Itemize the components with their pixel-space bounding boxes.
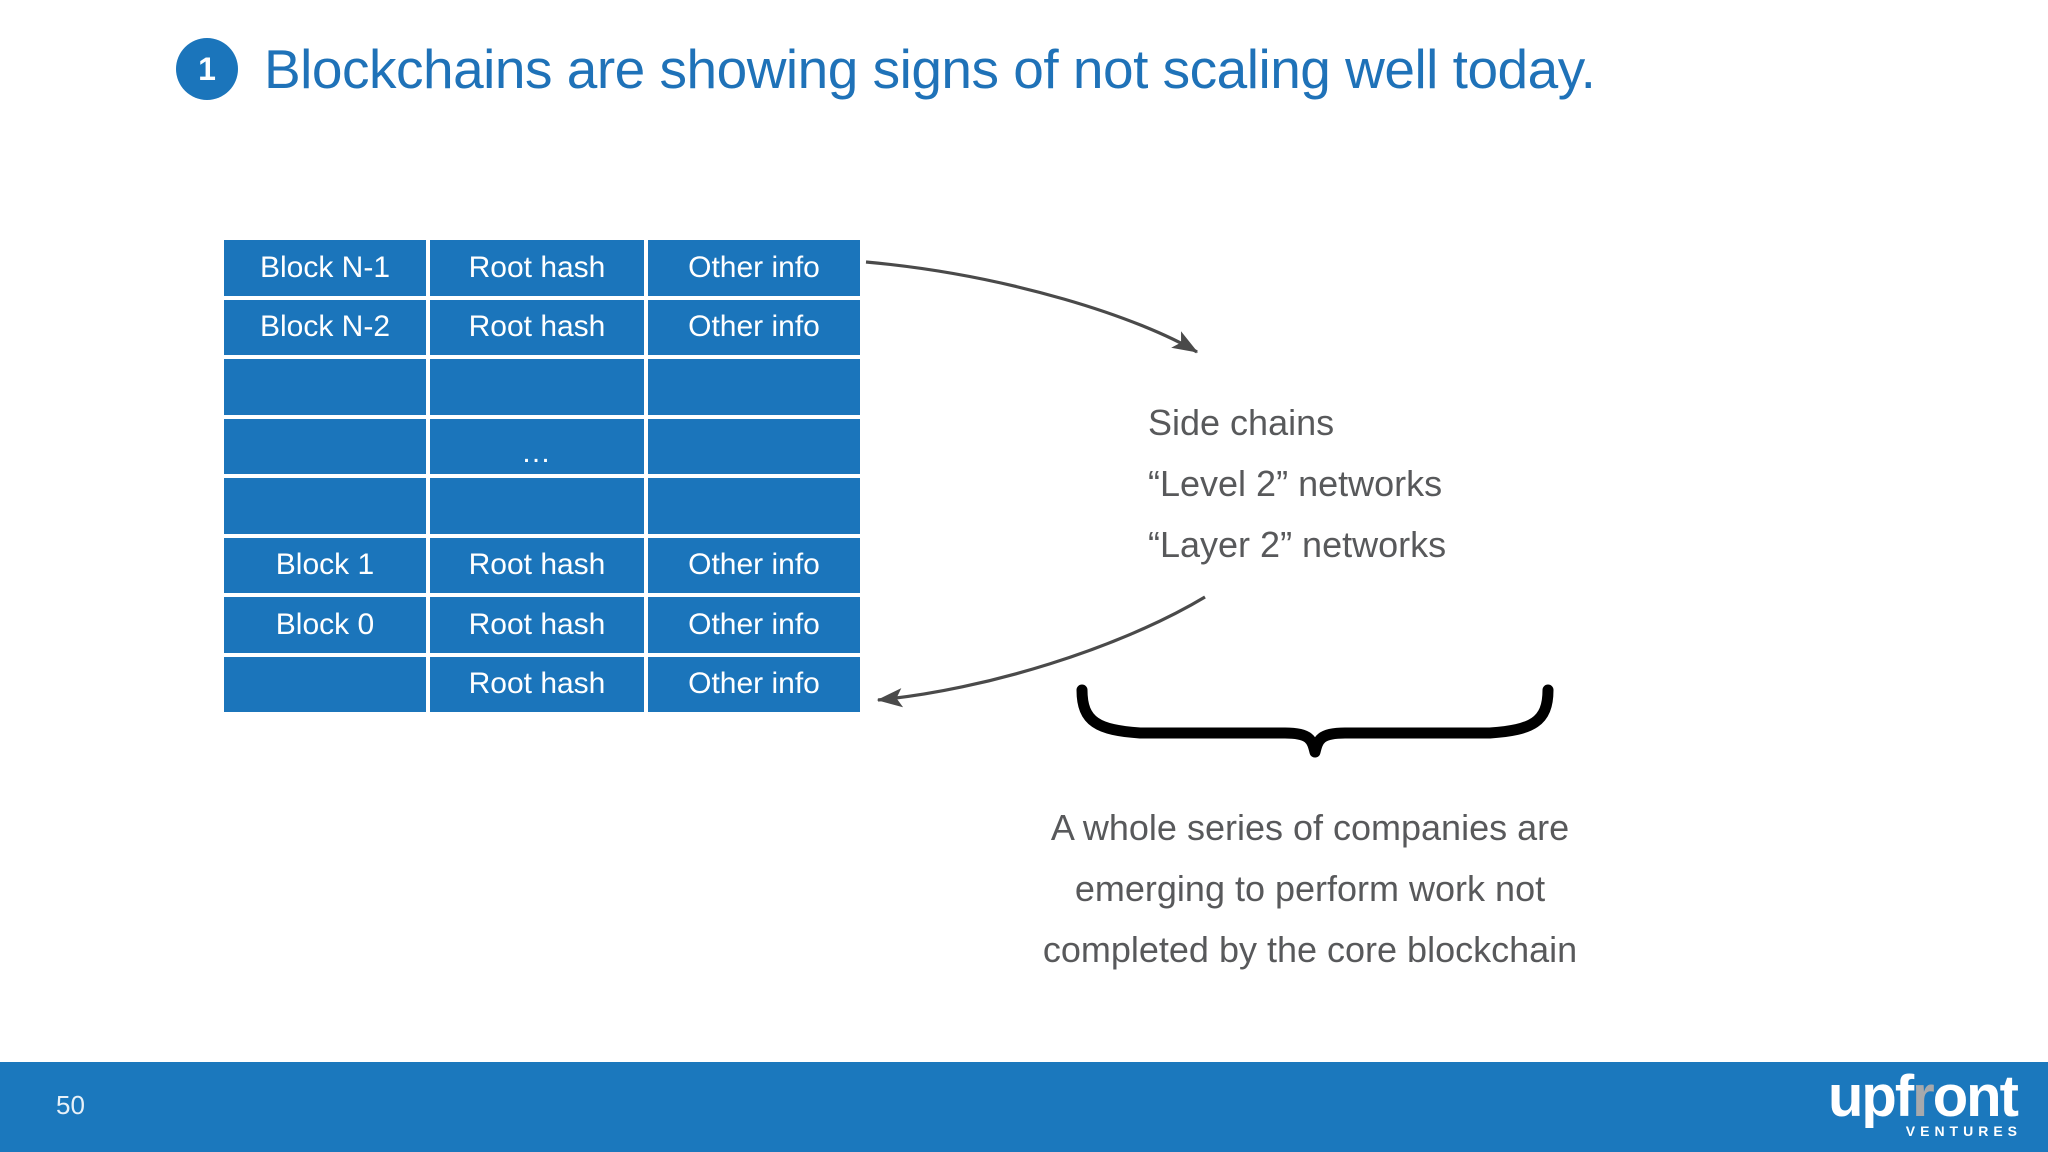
cell-block: Block N-2: [224, 299, 426, 355]
slide-header: 1 Blockchains are showing signs of not s…: [176, 37, 1596, 100]
slide-number-badge: 1: [176, 38, 238, 100]
side-chains-line-3: “Layer 2” networks: [1148, 524, 1447, 565]
cell-other-info: [648, 418, 860, 474]
logo-wordmark: upfront: [1828, 1068, 2019, 1126]
table-row: Root hash Other info: [224, 656, 860, 712]
cell-other-info: [648, 359, 860, 415]
cell-other-info: Other info: [648, 656, 860, 712]
footer-bar: 50 upfront VENTURES: [0, 1062, 2048, 1152]
table-row: [224, 359, 860, 415]
logo-word-part1: upf: [1828, 1064, 1914, 1129]
cell-root-hash: Root hash: [430, 537, 644, 593]
arrow-to-table-bottom: [876, 595, 1206, 708]
cell-other-info: Other info: [648, 537, 860, 593]
cell-other-info: Other info: [648, 299, 860, 355]
side-chains-annotation: Side chains “Level 2” networks “Layer 2”…: [1148, 392, 1446, 575]
page-title: Blockchains are showing signs of not sca…: [264, 37, 1596, 100]
companies-line-1: A whole series of companies are: [1050, 807, 1570, 848]
cell-root-hash: [430, 478, 644, 534]
cell-root-hash: Root hash: [430, 299, 644, 355]
arrow-to-side-chains: [865, 260, 1199, 354]
page-number: 50: [56, 1090, 85, 1120]
table-row: Block 0 Root hash Other info: [224, 597, 860, 653]
cell-other-info: Other info: [648, 597, 860, 653]
cell-block: Block N-1: [224, 240, 426, 296]
table-row: Block N-1 Root hash Other info: [224, 240, 860, 296]
logo-subtitle: VENTURES: [1905, 1123, 2022, 1139]
cell-other-info: [648, 478, 860, 534]
table-row: Block 1 Root hash Other info: [224, 537, 860, 593]
cell-root-hash: Root hash: [430, 656, 644, 712]
logo-word-part2: ont: [1932, 1064, 2019, 1129]
side-chains-line-1: Side chains: [1148, 402, 1335, 443]
cell-root-hash-ellipsis: …: [430, 418, 644, 474]
cell-block: Block 1: [224, 537, 426, 593]
blockchain-table: Block N-1 Root hash Other info Block N-2…: [224, 240, 860, 712]
table-row: Block N-2 Root hash Other info: [224, 299, 860, 355]
companies-annotation: A whole series of companies are emerging…: [965, 797, 1655, 980]
curly-brace: [1076, 684, 1554, 758]
cell-block: [224, 418, 426, 474]
cell-other-info: Other info: [648, 240, 860, 296]
cell-root-hash: Root hash: [430, 597, 644, 653]
cell-block: [224, 478, 426, 534]
cell-block: [224, 656, 426, 712]
cell-root-hash: [430, 359, 644, 415]
table-row: …: [224, 418, 860, 474]
cell-root-hash: Root hash: [430, 240, 644, 296]
companies-line-2: emerging to perform work not: [1074, 868, 1546, 909]
upfront-ventures-logo: upfront VENTURES: [1828, 1068, 2024, 1146]
companies-line-3: completed by the core blockchain: [1042, 929, 1578, 970]
logo-word-accent: r: [1912, 1064, 1935, 1129]
cell-block: Block 0: [224, 597, 426, 653]
cell-block: [224, 359, 426, 415]
side-chains-line-2: “Level 2” networks: [1148, 463, 1443, 504]
table-row: [224, 478, 860, 534]
